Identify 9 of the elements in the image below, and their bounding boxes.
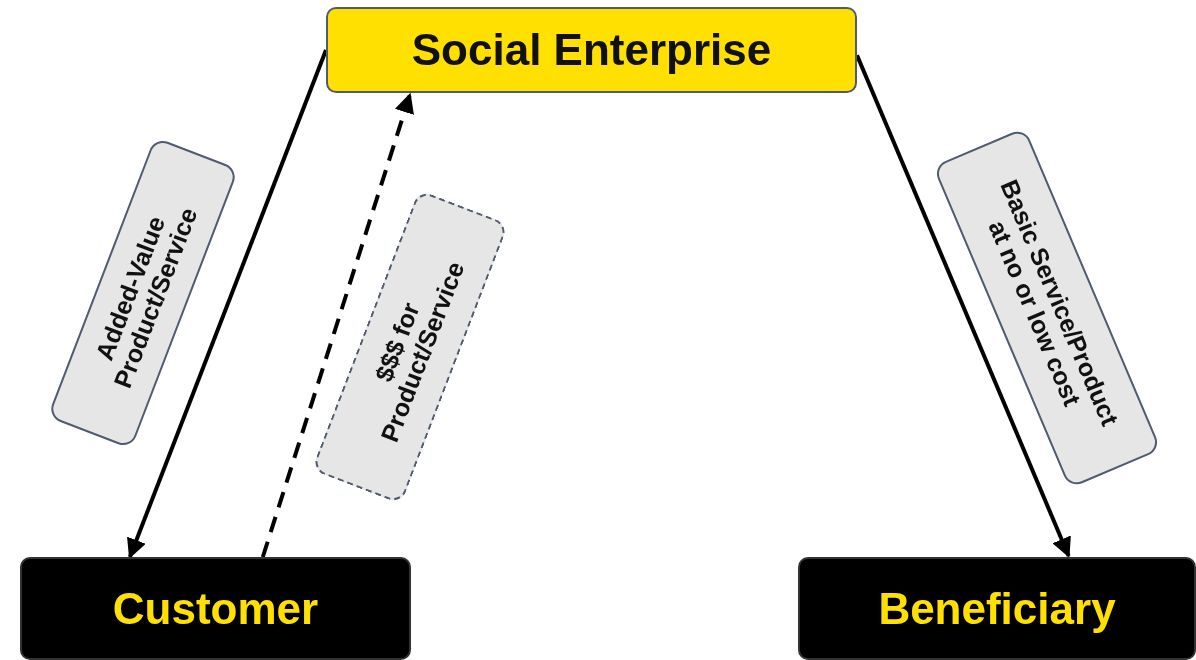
process-box xyxy=(798,557,1196,660)
arrow xyxy=(260,92,414,558)
process-box xyxy=(20,557,411,660)
arrow xyxy=(127,49,328,559)
node-label: Beneficiary xyxy=(878,583,1116,634)
process-box xyxy=(326,7,857,93)
node-label: Customer xyxy=(112,583,319,634)
node-label: Social Enterprise xyxy=(411,25,772,75)
arrow xyxy=(855,54,1071,558)
